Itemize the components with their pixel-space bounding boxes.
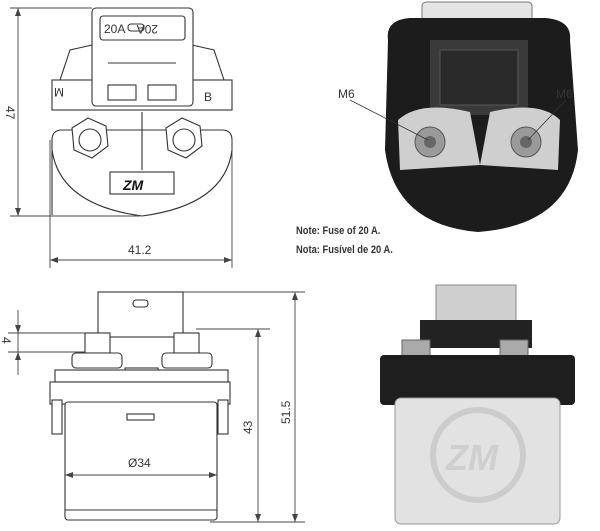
photo-top-view: M6 M6	[338, 1, 578, 232]
dimension-51-5: 51.5	[183, 291, 305, 522]
top-view-drawing: 20A 20A M B ZM	[51, 7, 233, 217]
side-view-drawing	[49, 291, 231, 521]
zm-logo: ZM	[122, 177, 144, 193]
dimension-4: 4	[0, 310, 85, 375]
note-english: Note: Fuse of 20 A.	[296, 225, 381, 237]
zm-watermark: ZM	[445, 437, 499, 478]
photo-side-view: ZM	[380, 284, 575, 525]
fuse-label-left: 20A	[104, 22, 125, 36]
dim-diameter-label: Ø34	[128, 456, 151, 470]
dimension-47: 47	[3, 7, 140, 217]
note-portuguese: Nota: Fusível de 20 A.	[296, 244, 393, 256]
terminal-label-b: B	[204, 90, 212, 104]
terminal-label-m: M	[54, 85, 64, 99]
fuse-label-right: 20A	[137, 22, 158, 36]
dim-stud-label: 4	[0, 337, 13, 344]
dim-height-label: 47	[3, 106, 17, 120]
dim-width-label: 41.2	[128, 243, 152, 257]
dimension-diameter: Ø34	[65, 456, 217, 478]
dimension-43: 43	[196, 328, 305, 523]
dimension-41-2: 41.2	[49, 140, 233, 268]
m6-label-right: M6	[556, 87, 573, 101]
dim-body-height-label: 43	[241, 420, 255, 434]
m6-label-left: M6	[338, 87, 355, 101]
dim-total-height-label: 51.5	[279, 400, 293, 424]
